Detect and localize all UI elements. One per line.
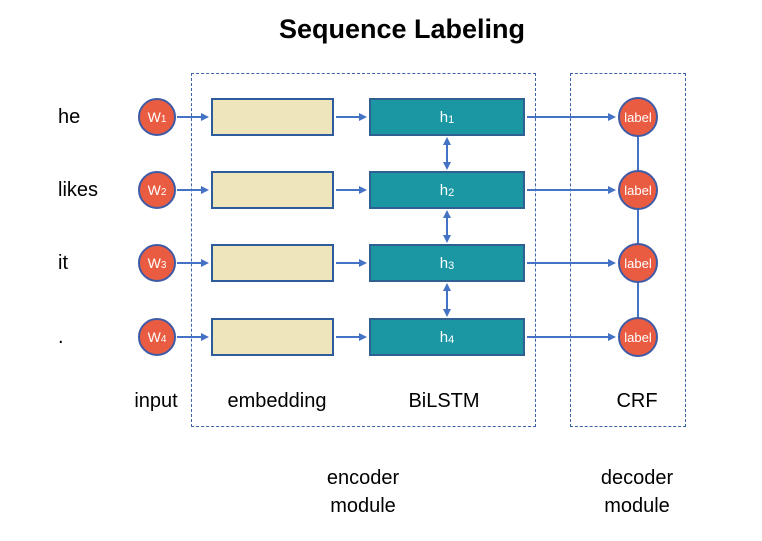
input-node-base: W <box>147 182 161 198</box>
embedding-box <box>211 244 334 282</box>
hidden-state-base: h <box>439 181 449 199</box>
embedding-box <box>211 318 334 356</box>
arrow-bilstm-to-crf-icon <box>527 262 609 264</box>
arrow-embedding-to-bilstm-icon <box>336 262 360 264</box>
bidirectional-arrow-icon <box>446 217 448 236</box>
encoder-module-label-line1: encoder <box>326 467 400 489</box>
encoder-module-label-line2: module <box>330 495 396 517</box>
layer-label-input: input <box>134 390 178 412</box>
input-word-label: likes <box>58 179 99 201</box>
embedding-box <box>211 171 334 209</box>
input-word-label: it <box>58 252 68 274</box>
decoder-module-label-line2: module <box>604 495 670 517</box>
arrow-input-to-embedding-icon <box>177 116 202 118</box>
arrow-input-to-embedding-icon <box>177 189 202 191</box>
hidden-state-base: h <box>439 328 449 346</box>
embedding-box <box>211 98 334 136</box>
input-node-subscript: 3 <box>160 259 167 271</box>
hidden-state-subscript: 3 <box>448 259 455 272</box>
input-node-base: W <box>147 109 161 125</box>
label-connector-line <box>637 281 639 320</box>
input-node-base: W <box>147 329 161 345</box>
bidirectional-arrow-icon <box>446 290 448 310</box>
decoder-module-label: decoder module <box>557 464 717 520</box>
arrow-embedding-to-bilstm-icon <box>336 189 360 191</box>
arrow-embedding-to-bilstm-icon <box>336 116 360 118</box>
hidden-state-subscript: 4 <box>448 333 455 346</box>
input-word-label: he <box>58 106 81 128</box>
arrow-bilstm-to-crf-icon <box>527 336 609 338</box>
arrow-input-to-embedding-icon <box>177 336 202 338</box>
label-node: label <box>618 317 658 357</box>
input-word-label: . <box>58 326 64 348</box>
arrow-bilstm-to-crf-icon <box>527 116 609 118</box>
label-connector-line <box>637 135 639 173</box>
hidden-state-subscript: 2 <box>448 186 455 199</box>
layer-label-bilstm: BiLSTM <box>408 390 480 412</box>
hidden-state-base: h <box>439 254 449 272</box>
label-node: label <box>618 243 658 283</box>
arrow-embedding-to-bilstm-icon <box>336 336 360 338</box>
label-connector-line <box>637 208 639 246</box>
layer-label-crf: CRF <box>616 390 658 412</box>
label-node: label <box>618 170 658 210</box>
arrow-bilstm-to-crf-icon <box>527 189 609 191</box>
hidden-state-subscript: 1 <box>448 113 455 126</box>
input-node-subscript: 1 <box>160 113 167 125</box>
input-node-base: W <box>147 255 161 271</box>
decoder-module-box <box>570 73 686 427</box>
label-node: label <box>618 97 658 137</box>
input-node-subscript: 4 <box>160 333 167 345</box>
arrow-input-to-embedding-icon <box>177 262 202 264</box>
hidden-state-base: h <box>439 108 449 126</box>
bidirectional-arrow-icon <box>446 144 448 163</box>
encoder-module-label: encoder module <box>283 464 443 520</box>
layer-label-embedding: embedding <box>227 390 327 412</box>
decoder-module-label-line1: decoder <box>600 467 674 489</box>
diagram-title: Sequence Labeling <box>278 14 526 44</box>
encoder-module-box <box>191 73 536 427</box>
input-node-subscript: 2 <box>160 186 167 198</box>
